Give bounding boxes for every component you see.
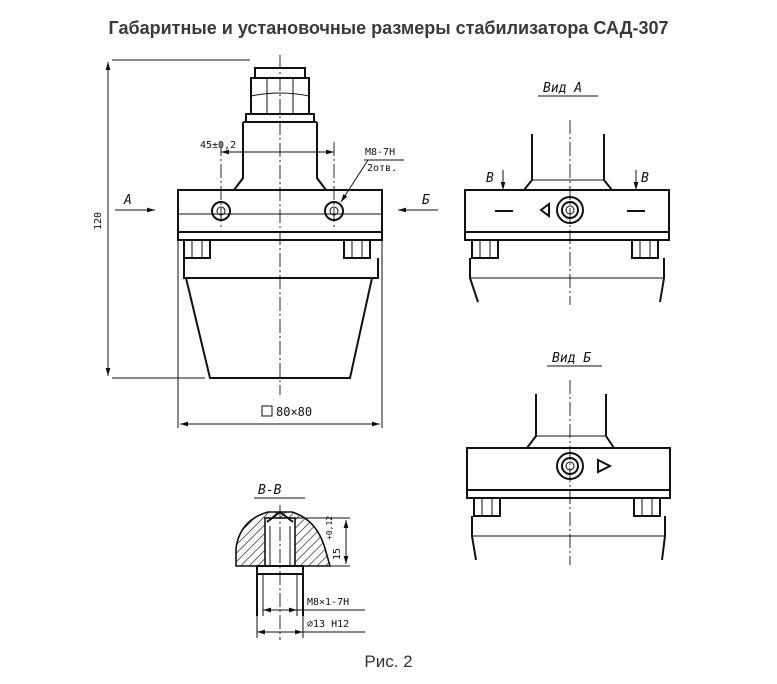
bolt-spacing-dimension: 45±0,2	[200, 140, 236, 151]
front-lower-cover	[185, 277, 373, 379]
front-bolt-left	[183, 239, 211, 259]
front-view: 120 45±0,2 М8-7Н 2отв. А Б 80×80	[93, 55, 438, 428]
section-title: В-В	[258, 483, 282, 498]
section-b-b: В-В 15 +0,12 М8×1-7Н ⌀13 Н12	[235, 483, 365, 640]
front-bolt-right	[343, 239, 371, 259]
view-arrow-a-label: А	[123, 193, 132, 208]
thread-size-dimension: М8×1-7Н	[307, 597, 349, 608]
view-a: Вид А В В	[464, 81, 670, 305]
base-size-dimension: 80×80	[276, 405, 312, 419]
view-b-title: Вид Б	[552, 351, 591, 366]
thread-callout: М8-7Н	[365, 147, 395, 158]
flow-direction-icon-b	[597, 458, 613, 474]
flow-direction-icon	[539, 202, 550, 218]
page-title: Габаритные и установочные размеры стабил…	[108, 18, 669, 38]
figure-caption: Рис. 2	[364, 652, 413, 671]
section-mark-left: В	[486, 171, 494, 186]
view-a-title: Вид А	[543, 81, 582, 96]
bore-dimension: ⌀13 Н12	[307, 619, 349, 630]
view-b: Вид Б	[466, 351, 671, 565]
depth-tolerance: +0,12	[325, 516, 334, 540]
depth-dimension: 15	[332, 548, 343, 560]
view-arrow-b-label: Б	[422, 193, 430, 208]
height-dimension: 120	[93, 212, 104, 230]
section-mark-right: В	[641, 171, 649, 186]
holes-count: 2отв.	[367, 163, 397, 174]
